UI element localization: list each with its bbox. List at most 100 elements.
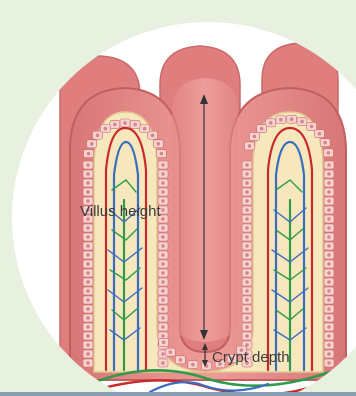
cell-nucleus	[245, 262, 249, 266]
cell-nucleus	[161, 262, 165, 266]
cell-nucleus	[96, 133, 100, 137]
cell-nucleus	[86, 253, 90, 257]
cell-nucleus	[245, 253, 249, 257]
cell-nucleus	[161, 235, 165, 239]
cell-nucleus	[169, 350, 173, 354]
cell-nucleus	[245, 325, 249, 329]
bottom-bar	[0, 392, 356, 396]
cell-nucleus	[104, 127, 108, 131]
cell-nucleus	[327, 190, 331, 194]
cell-nucleus	[86, 190, 90, 194]
cell-nucleus	[161, 244, 165, 248]
cell-nucleus	[161, 289, 165, 293]
cell-nucleus	[86, 298, 90, 302]
cell-nucleus	[318, 132, 322, 136]
cell-nucleus	[86, 181, 90, 185]
cell-nucleus	[191, 363, 195, 367]
cell-nucleus	[245, 271, 249, 275]
cell-nucleus	[161, 325, 165, 329]
cell-nucleus	[86, 316, 90, 320]
cell-nucleus	[300, 120, 304, 124]
cell-nucleus	[245, 244, 249, 248]
cell-nucleus	[86, 325, 90, 329]
cell-nucleus	[327, 316, 331, 320]
cell-nucleus	[86, 172, 90, 176]
cell-nucleus	[86, 244, 90, 248]
cell-nucleus	[327, 235, 331, 239]
cell-nucleus	[245, 235, 249, 239]
crypt-depth-label: Crypt depth	[212, 349, 290, 366]
cell-nucleus	[86, 280, 90, 284]
cell-nucleus	[327, 151, 331, 155]
cell-nucleus	[269, 121, 273, 125]
cell-nucleus	[161, 361, 165, 365]
cell-nucleus	[327, 307, 331, 311]
cell-nucleus	[161, 280, 165, 284]
cell-nucleus	[260, 127, 264, 131]
cell-nucleus	[327, 172, 331, 176]
cell-nucleus	[161, 316, 165, 320]
cell-nucleus	[86, 271, 90, 275]
cell-nucleus	[123, 121, 127, 125]
cell-nucleus	[245, 217, 249, 221]
cell-nucleus	[327, 253, 331, 257]
cell-nucleus	[151, 133, 155, 137]
cell-nucleus	[86, 163, 90, 167]
cell-nucleus	[161, 352, 165, 356]
cell-nucleus	[245, 208, 249, 212]
cell-nucleus	[161, 307, 165, 311]
cell-nucleus	[327, 289, 331, 293]
cell-nucleus	[161, 334, 165, 338]
cell-nucleus	[245, 172, 249, 176]
cell-nucleus	[327, 217, 331, 221]
cell-nucleus	[161, 298, 165, 302]
cell-nucleus	[161, 172, 165, 176]
cell-nucleus	[245, 181, 249, 185]
cell-nucleus	[86, 334, 90, 338]
cell-nucleus	[245, 199, 249, 203]
cell-nucleus	[156, 142, 160, 146]
cell-nucleus	[161, 190, 165, 194]
cell-nucleus	[87, 152, 91, 156]
cell-nucleus	[143, 127, 147, 131]
cell-nucleus	[245, 334, 249, 338]
cell-nucleus	[327, 208, 331, 212]
cell-nucleus	[86, 307, 90, 311]
cell-nucleus	[161, 253, 165, 257]
cell-nucleus	[327, 343, 331, 347]
cell-nucleus	[86, 352, 90, 356]
cell-nucleus	[327, 280, 331, 284]
cell-nucleus	[161, 163, 165, 167]
cell-nucleus	[327, 298, 331, 302]
cell-nucleus	[245, 190, 249, 194]
cell-nucleus	[327, 334, 331, 338]
cell-nucleus	[245, 289, 249, 293]
cell-nucleus	[327, 361, 331, 365]
cell-nucleus	[327, 181, 331, 185]
cell-nucleus	[179, 358, 183, 362]
cell-nucleus	[162, 341, 166, 345]
cell-nucleus	[279, 118, 283, 122]
cell-nucleus	[323, 141, 327, 145]
cell-nucleus	[133, 123, 137, 127]
cell-nucleus	[86, 289, 90, 293]
cell-nucleus	[245, 226, 249, 230]
cell-nucleus	[327, 226, 331, 230]
cell-nucleus	[245, 280, 249, 284]
cell-nucleus	[86, 361, 90, 365]
cell-nucleus	[248, 144, 252, 148]
cell-nucleus	[327, 163, 331, 167]
cell-nucleus	[327, 325, 331, 329]
cell-nucleus	[161, 271, 165, 275]
cell-nucleus	[161, 226, 165, 230]
cell-nucleus	[327, 352, 331, 356]
cell-nucleus	[160, 152, 164, 156]
cell-nucleus	[245, 307, 249, 311]
cell-nucleus	[245, 316, 249, 320]
cell-nucleus	[86, 226, 90, 230]
cell-nucleus	[86, 235, 90, 239]
villus-height-label: Villus height	[80, 203, 161, 220]
cell-nucleus	[245, 298, 249, 302]
